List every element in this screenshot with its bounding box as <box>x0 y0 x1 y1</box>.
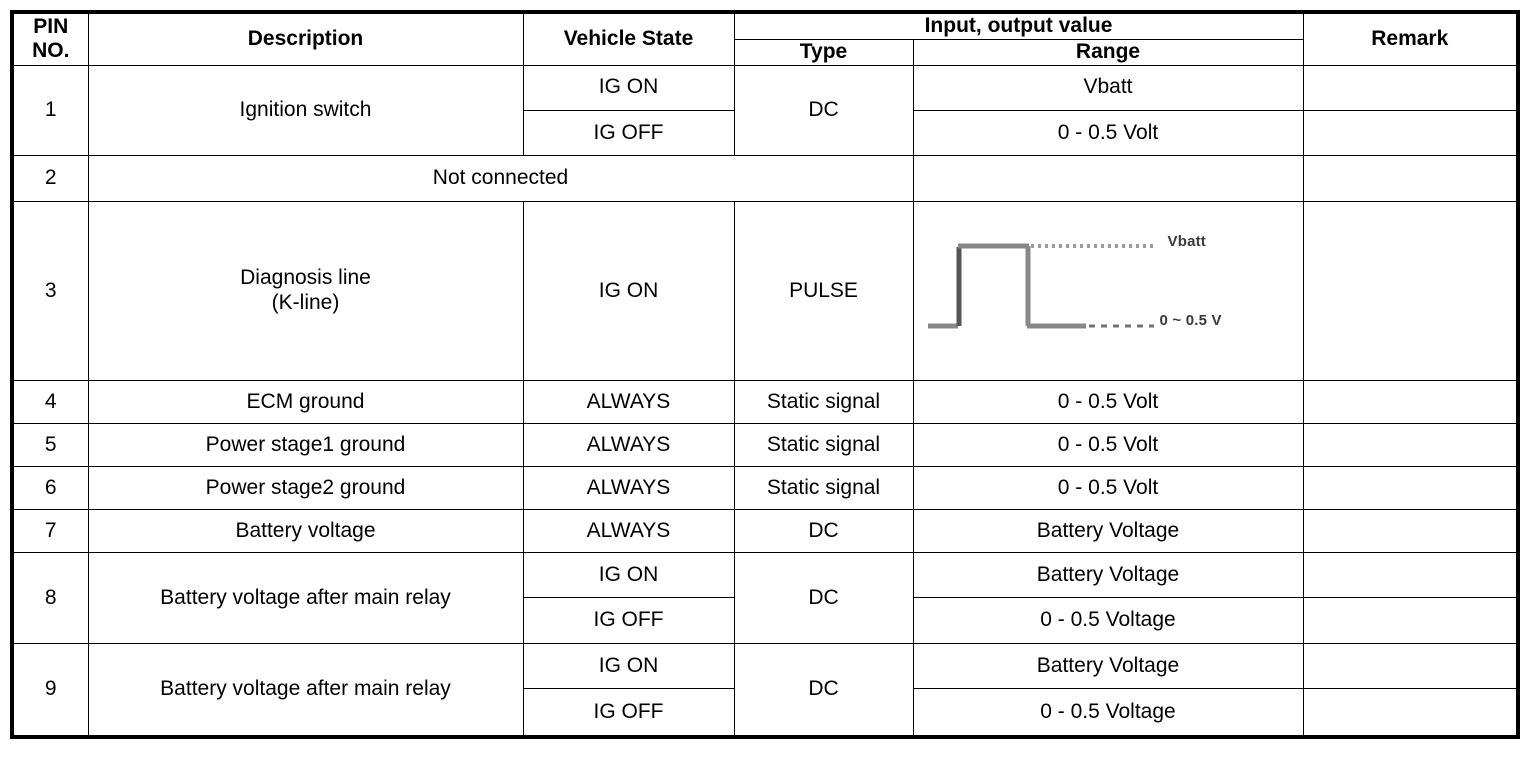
table-row: 9 Battery voltage after main relay IG ON… <box>11 642 1519 738</box>
cell-vehicle-state: ALWAYS <box>522 508 735 553</box>
cell-description: Power stage1 ground <box>87 422 524 467</box>
cell-type: Static signal <box>733 465 914 510</box>
cell-description: Ignition switch <box>87 64 524 157</box>
column-header-type: Type <box>733 38 914 66</box>
cell-description-merged: Not connected <box>87 155 914 202</box>
cell-remark <box>1302 155 1519 202</box>
column-header-remark: Remark <box>1302 11 1519 66</box>
pulse-waveform-diagram: Vbatt 0 ~ 0.5 V <box>914 202 1304 380</box>
cell-vehicle-state: IG ON <box>522 642 735 690</box>
column-header-pin-no: PIN NO. <box>11 11 89 66</box>
cell-description: Battery voltage after main relay <box>87 551 524 644</box>
waveform-vbatt-label: Vbatt <box>1167 232 1206 250</box>
description-line1: Diagnosis line <box>240 266 371 290</box>
table-row: 2 Not connected <box>11 155 1519 202</box>
cell-pin-no: 3 <box>11 200 89 381</box>
cell-remark <box>1302 642 1519 690</box>
pulse-waveform-svg <box>927 243 1157 329</box>
cell-remark <box>1302 688 1519 738</box>
header-row-top: PIN NO. Description Vehicle State Input,… <box>11 11 1519 66</box>
table-row: 5 Power stage1 ground ALWAYS Static sign… <box>11 422 1519 467</box>
cell-vehicle-state: IG ON <box>522 64 735 112</box>
table-row: 7 Battery voltage ALWAYS DC Battery Volt… <box>11 508 1519 553</box>
table-row: IG OFF 0 - 0.5 Voltage <box>12 688 1519 738</box>
cell-remark <box>1302 200 1519 381</box>
cell-description: Battery voltage after main relay <box>87 642 524 738</box>
cell-type: Static signal <box>733 422 914 467</box>
ecm-pin-assignment-table: PIN NO. Description Vehicle State Input,… <box>10 10 1520 739</box>
cell-pin-no: 4 <box>11 379 89 424</box>
cell-vehicle-state: IG ON <box>522 200 735 381</box>
cell-remark <box>1302 422 1519 467</box>
cell-type: PULSE <box>733 200 914 381</box>
cell-pin-no: 6 <box>11 465 89 510</box>
cell-type: DC <box>733 64 914 157</box>
cell-vehicle-state: IG OFF <box>522 597 735 644</box>
cell-remark <box>1302 597 1519 644</box>
cell-vehicle-state: ALWAYS <box>522 422 735 467</box>
cell-type: Static signal <box>733 379 914 424</box>
cell-type: DC <box>733 642 914 738</box>
table-row: 8 Battery voltage after main relay IG ON… <box>11 551 1519 644</box>
cell-remark <box>1302 551 1519 599</box>
cell-pin-no: 8 <box>11 551 89 644</box>
cell-remark <box>1302 64 1519 112</box>
cell-vehicle-state: ALWAYS <box>522 379 735 424</box>
cell-pin-no: 7 <box>11 508 89 553</box>
table-row: IG OFF 0 - 0.5 Voltage <box>12 597 1519 644</box>
cell-description: Battery voltage <box>87 508 524 553</box>
cell-range: Vbatt <box>912 64 1304 112</box>
cell-vehicle-state: ALWAYS <box>522 465 735 510</box>
cell-range: Battery Voltage <box>912 642 1304 690</box>
pin-no-line1: PIN <box>33 14 69 38</box>
table-row: IG OFF 0 - 0.5 Volt <box>12 109 1519 157</box>
cell-pin-no: 9 <box>11 642 89 738</box>
cell-type: DC <box>733 508 914 553</box>
column-header-range: Range <box>912 38 1304 66</box>
table-body: 1 Ignition switch IG ON DC Vbatt IG OFF … <box>11 64 1519 738</box>
cell-range: 0 - 0.5 Volt <box>912 465 1304 510</box>
cell-range: Battery Voltage <box>912 551 1304 599</box>
cell-description: Power stage2 ground <box>87 465 524 510</box>
cell-range <box>912 155 1304 202</box>
table-row: 1 Ignition switch IG ON DC Vbatt <box>11 64 1519 157</box>
cell-range: 0 - 0.5 Volt <box>912 109 1304 157</box>
table-row: 3 Diagnosis line (K-line) IG ON PULSE <box>11 200 1519 381</box>
cell-remark <box>1302 109 1519 157</box>
cell-pin-no: 5 <box>11 422 89 467</box>
column-header-description: Description <box>87 11 524 66</box>
cell-remark <box>1302 379 1519 424</box>
column-header-vehicle-state: Vehicle State <box>522 11 735 66</box>
waveform-low-level-label: 0 ~ 0.5 V <box>1159 311 1222 329</box>
header-row-bottom: Type Range <box>12 38 1518 66</box>
cell-vehicle-state: IG OFF <box>522 688 735 738</box>
pin-no-line2: NO. <box>32 39 70 63</box>
cell-remark <box>1302 465 1519 510</box>
cell-pin-no: 1 <box>11 64 89 157</box>
cell-range: 0 - 0.5 Voltage <box>912 597 1304 644</box>
cell-vehicle-state: IG OFF <box>522 109 735 157</box>
cell-range: 0 - 0.5 Volt <box>912 379 1304 424</box>
cell-description: ECM ground <box>87 379 524 424</box>
cell-range-waveform: Vbatt 0 ~ 0.5 V <box>912 200 1304 381</box>
cell-type: DC <box>733 551 914 644</box>
description-line2: (K-line) <box>271 290 340 314</box>
cell-remark <box>1302 508 1519 553</box>
cell-description: Diagnosis line (K-line) <box>87 200 524 381</box>
table-row: 4 ECM ground ALWAYS Static signal 0 - 0.… <box>11 379 1519 424</box>
cell-pin-no: 2 <box>11 155 89 202</box>
table-header: PIN NO. Description Vehicle State Input,… <box>11 11 1519 66</box>
cell-vehicle-state: IG ON <box>522 551 735 599</box>
cell-range: 0 - 0.5 Volt <box>912 422 1304 467</box>
table-row: 6 Power stage2 ground ALWAYS Static sign… <box>11 465 1519 510</box>
cell-range: 0 - 0.5 Voltage <box>912 688 1304 738</box>
column-header-input-output-value: Input, output value <box>733 11 1304 40</box>
cell-range: Battery Voltage <box>912 508 1304 553</box>
